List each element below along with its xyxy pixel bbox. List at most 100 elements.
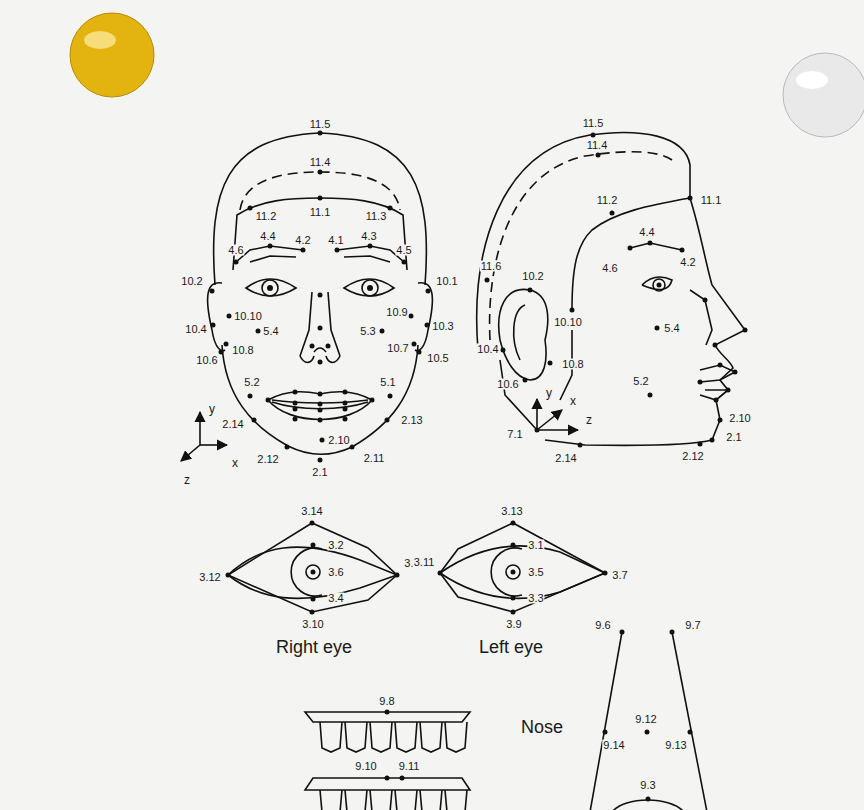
axis-label: z bbox=[183, 474, 191, 486]
front-face-outline bbox=[268, 400, 372, 420]
axis-label: x bbox=[231, 457, 239, 469]
point-number: 2.14 bbox=[554, 453, 577, 464]
feature-point bbox=[268, 244, 273, 249]
point-number: 9.11 bbox=[398, 761, 421, 772]
feature-point bbox=[603, 730, 608, 735]
side-face-outline bbox=[653, 279, 665, 291]
point-number: 2.13 bbox=[400, 415, 423, 426]
front-face-outline bbox=[240, 172, 400, 210]
point-number: 9.14 bbox=[602, 740, 625, 751]
point-number: 2.1 bbox=[311, 467, 328, 478]
point-number: 10.6 bbox=[195, 355, 218, 366]
feature-point bbox=[368, 244, 373, 249]
point-number: 10.6 bbox=[496, 379, 519, 390]
point-number: 11.2 bbox=[255, 211, 278, 222]
feature-point bbox=[210, 131, 431, 463]
feature-point bbox=[267, 285, 273, 291]
feature-point bbox=[646, 797, 651, 802]
feature-point bbox=[343, 401, 348, 406]
feature-point bbox=[301, 248, 306, 253]
teeth-drawing bbox=[370, 722, 392, 752]
point-number: 7.1 bbox=[506, 429, 523, 440]
feature-point bbox=[318, 293, 323, 298]
point-number: 10.8 bbox=[231, 345, 254, 356]
teeth-drawing bbox=[465, 790, 467, 810]
feature-point bbox=[670, 630, 675, 635]
feature-point bbox=[318, 326, 323, 331]
point-number: 4.5 bbox=[395, 245, 412, 256]
feature-point bbox=[318, 170, 323, 175]
feature-point bbox=[388, 394, 393, 399]
side-face-outline bbox=[500, 360, 537, 430]
feature-point bbox=[438, 571, 443, 576]
point-number: 2.12 bbox=[681, 451, 704, 462]
point-number: 10.10 bbox=[553, 317, 583, 328]
point-number: 4.2 bbox=[294, 235, 311, 246]
eye-detail bbox=[228, 523, 397, 612]
feature-point bbox=[523, 378, 528, 383]
axis-label: z bbox=[585, 414, 593, 426]
feature-point bbox=[343, 407, 348, 412]
point-number: 9.10 bbox=[354, 761, 377, 772]
teeth-drawing bbox=[445, 722, 467, 752]
axis-arrow bbox=[536, 399, 538, 430]
front-face-outline bbox=[300, 356, 314, 362]
feature-point bbox=[426, 289, 431, 294]
front-face-outline bbox=[262, 280, 278, 296]
point-number: 9.3 bbox=[639, 780, 656, 791]
feature-point bbox=[227, 314, 232, 319]
axis-arrow bbox=[537, 429, 578, 431]
feature-point bbox=[703, 298, 708, 303]
feature-point bbox=[310, 344, 315, 349]
feature-point bbox=[385, 710, 390, 715]
point-number: 2.10 bbox=[327, 435, 350, 446]
point-number: 11.4 bbox=[309, 157, 332, 168]
point-number: 4.6 bbox=[227, 245, 244, 256]
point-number: 3.13 bbox=[500, 506, 523, 517]
side-face-outline bbox=[630, 243, 682, 250]
teeth-drawing bbox=[440, 790, 442, 810]
feature-point bbox=[385, 630, 693, 802]
point-number: 10.9 bbox=[385, 307, 408, 318]
feature-point bbox=[234, 260, 239, 265]
feature-point bbox=[570, 308, 575, 313]
point-number: 2.1 bbox=[725, 432, 742, 443]
feature-point bbox=[620, 630, 625, 635]
feature-point bbox=[370, 398, 375, 403]
magnet bbox=[70, 13, 864, 137]
eye-detail bbox=[228, 523, 605, 612]
feature-point bbox=[528, 288, 533, 293]
teeth-drawing bbox=[340, 790, 342, 810]
teeth-drawing bbox=[320, 722, 342, 752]
side-face-outline bbox=[477, 133, 745, 446]
feature-point bbox=[409, 314, 414, 319]
teeth-drawing bbox=[395, 722, 417, 752]
point-number: 3.7 bbox=[611, 570, 628, 581]
point-number: 3.4 bbox=[327, 593, 344, 604]
feature-point bbox=[648, 241, 653, 246]
side-face-outline bbox=[514, 305, 525, 360]
point-number: 9.13 bbox=[664, 740, 687, 751]
point-number: 11.6 bbox=[480, 261, 503, 272]
part-label: Left eye bbox=[478, 638, 544, 656]
point-number: 4.4 bbox=[259, 231, 276, 242]
feature-point bbox=[501, 348, 506, 353]
point-number: 3.1 bbox=[527, 540, 544, 551]
feature-point bbox=[688, 196, 693, 201]
feature-point bbox=[698, 442, 703, 447]
feature-point bbox=[318, 418, 323, 423]
feature-point bbox=[293, 401, 298, 406]
nose-drawing bbox=[672, 632, 707, 810]
feature-point bbox=[293, 417, 298, 422]
eye-detail bbox=[306, 565, 320, 579]
eye-detail bbox=[440, 573, 605, 598]
front-face-outline bbox=[250, 256, 296, 262]
feature-point bbox=[657, 283, 662, 288]
feature-point bbox=[210, 289, 215, 294]
feature-point bbox=[511, 596, 516, 601]
feature-point bbox=[485, 278, 490, 283]
feature-point bbox=[248, 206, 253, 211]
feature-point bbox=[385, 776, 390, 781]
point-number: 10.4 bbox=[476, 344, 499, 355]
